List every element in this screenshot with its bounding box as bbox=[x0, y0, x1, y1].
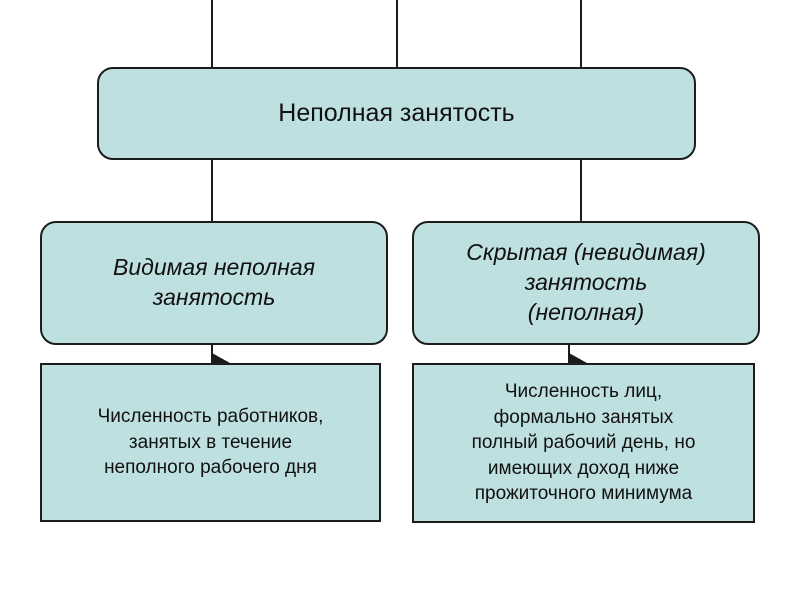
definition-line: имеющих доход ниже bbox=[487, 457, 680, 479]
definition-line: прожиточного минимума bbox=[474, 483, 693, 505]
root-node: Неполная занятость bbox=[97, 67, 696, 160]
hidden-underemployment-definition: Численность лиц, формально занятых полны… bbox=[412, 363, 755, 523]
hidden-underemployment-label: Скрытая (невидимая) занятость (неполная) bbox=[466, 238, 705, 328]
node-text-line: занятость bbox=[524, 269, 648, 296]
node-text-line: занятость bbox=[152, 284, 276, 310]
definition-line: неполного рабочего дня bbox=[104, 457, 317, 479]
definition-line: формально занятых bbox=[493, 406, 674, 428]
visible-underemployment-definition: Численность работников, занятых в течени… bbox=[40, 363, 381, 522]
node-text-line: Видимая неполная bbox=[113, 254, 315, 281]
definition-line: занятых в течение bbox=[128, 431, 293, 453]
left-arrowhead bbox=[212, 353, 230, 363]
node-text-line: Скрытая (невидимая) bbox=[466, 239, 706, 266]
hidden-definition-text: Численность лиц, формально занятых полны… bbox=[472, 379, 696, 507]
visible-underemployment-node: Видимая неполная занятость bbox=[40, 221, 388, 345]
definition-line: Численность лиц, bbox=[504, 380, 663, 402]
visible-definition-text: Численность работников, занятых в течени… bbox=[98, 404, 324, 481]
definition-line: полный рабочий день, но bbox=[471, 432, 696, 454]
hidden-underemployment-node: Скрытая (невидимая) занятость (неполная) bbox=[412, 221, 760, 345]
definition-line: Численность работников, bbox=[97, 406, 324, 428]
right-arrowhead bbox=[569, 353, 587, 363]
root-node-label: Неполная занятость bbox=[278, 99, 515, 127]
node-text-line: (неполная) bbox=[527, 298, 645, 325]
visible-underemployment-label: Видимая неполная занятость bbox=[113, 253, 315, 313]
